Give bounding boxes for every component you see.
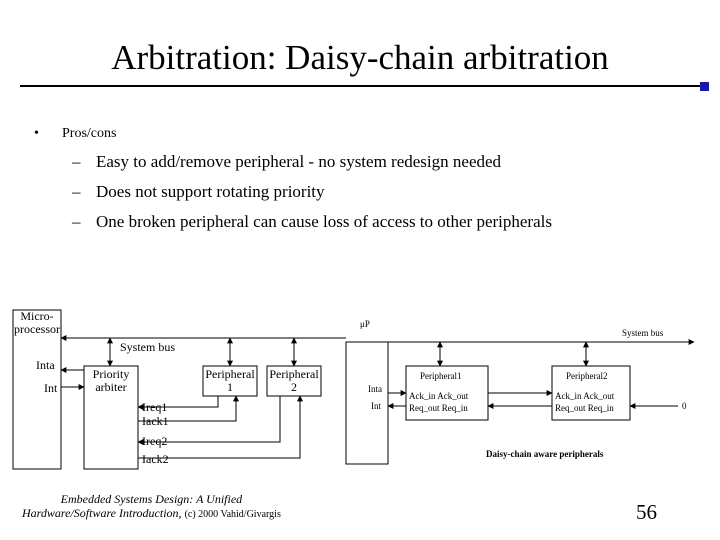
sub-bullet-dash-3: – bbox=[72, 212, 81, 231]
daisy-chain-caption: Daisy-chain aware peripherals bbox=[486, 449, 604, 459]
footer-line-2: Hardware/Software Introduction, (c) 2000… bbox=[22, 506, 281, 522]
microprocessor-label-line1: Micro- bbox=[20, 309, 54, 323]
priority-arbiter-label-line1: Priority bbox=[92, 367, 130, 381]
peripheral-2-label-line2: 2 bbox=[291, 380, 297, 394]
priority-arbiter-label-line2: arbiter bbox=[95, 380, 127, 394]
peripheral2-name: Peripheral2 bbox=[566, 371, 608, 381]
left-int-label: Int bbox=[44, 381, 58, 395]
sub-bullet-2: Does not support rotating priority bbox=[96, 182, 325, 201]
ireq1-label: Ireq1 bbox=[142, 400, 168, 414]
footer-book-subtitle: Hardware/Software Introduction, bbox=[22, 506, 182, 520]
ireq2-line bbox=[137, 396, 281, 445]
peripheral1-req-labels: Req_out Req_in bbox=[409, 403, 468, 413]
peripheral2-req-labels: Req_out Req_in bbox=[555, 403, 614, 413]
ireq2-label: Ireq2 bbox=[142, 434, 168, 448]
title-divider-end-square bbox=[700, 82, 709, 91]
peripheral-1-label-line1: Peripheral bbox=[205, 367, 255, 381]
page-number: 56 bbox=[636, 500, 657, 524]
left-inta-label: Inta bbox=[36, 358, 55, 372]
microprocessor-label: Micro- processor bbox=[13, 310, 61, 336]
footer-copyright: (c) 2000 Vahid/Givargis bbox=[184, 509, 281, 520]
peripheral2-ack-labels: Ack_in Ack_out bbox=[555, 391, 615, 401]
iack2-line bbox=[138, 395, 303, 459]
priority-arbiter-label: Priority arbiter bbox=[84, 368, 138, 394]
iack2-label: Iack2 bbox=[142, 452, 169, 466]
right-int-label: Int bbox=[371, 401, 381, 411]
bullet-pros-cons: Pros/cons bbox=[62, 126, 117, 141]
iack1-line bbox=[138, 395, 239, 422]
iack1-label: Iack1 bbox=[142, 414, 169, 428]
ireq1-line bbox=[137, 396, 219, 410]
zero-label: 0 bbox=[682, 401, 687, 411]
slide-title: Arbitration: Daisy-chain arbitration bbox=[111, 38, 609, 77]
peripheral-1-label: Peripheral 1 bbox=[203, 368, 257, 394]
title-divider bbox=[20, 85, 700, 87]
peripheral-1-label-line2: 1 bbox=[227, 380, 233, 394]
footer-citation: Embedded Systems Design: A Unified Hardw… bbox=[22, 492, 281, 522]
sub-bullet-3: One broken peripheral can cause loss of … bbox=[96, 212, 552, 231]
peripheral-2-label-line1: Peripheral bbox=[269, 367, 319, 381]
up-label: μP bbox=[360, 319, 370, 329]
microprocessor-label-line2: processor bbox=[14, 322, 60, 336]
right-inta-label: Inta bbox=[368, 384, 382, 394]
peripheral1-ack-labels: Ack_in Ack_out bbox=[409, 391, 469, 401]
microprocessor-box bbox=[12, 309, 62, 470]
sub-bullet-1: Easy to add/remove peripheral - no syste… bbox=[96, 152, 502, 171]
footer-line-1: Embedded Systems Design: A Unified bbox=[60, 492, 243, 506]
peripheral1-name: Peripheral1 bbox=[420, 371, 462, 381]
up-box bbox=[345, 341, 389, 465]
right-system-bus-label: System bus bbox=[622, 328, 664, 338]
left-system-bus-label: System bus bbox=[120, 340, 176, 354]
sub-bullet-dash-2: – bbox=[72, 182, 81, 201]
bullet-marker: • bbox=[34, 126, 39, 141]
sub-bullet-dash-1: – bbox=[72, 152, 81, 171]
peripheral-2-label: Peripheral 2 bbox=[267, 368, 321, 394]
